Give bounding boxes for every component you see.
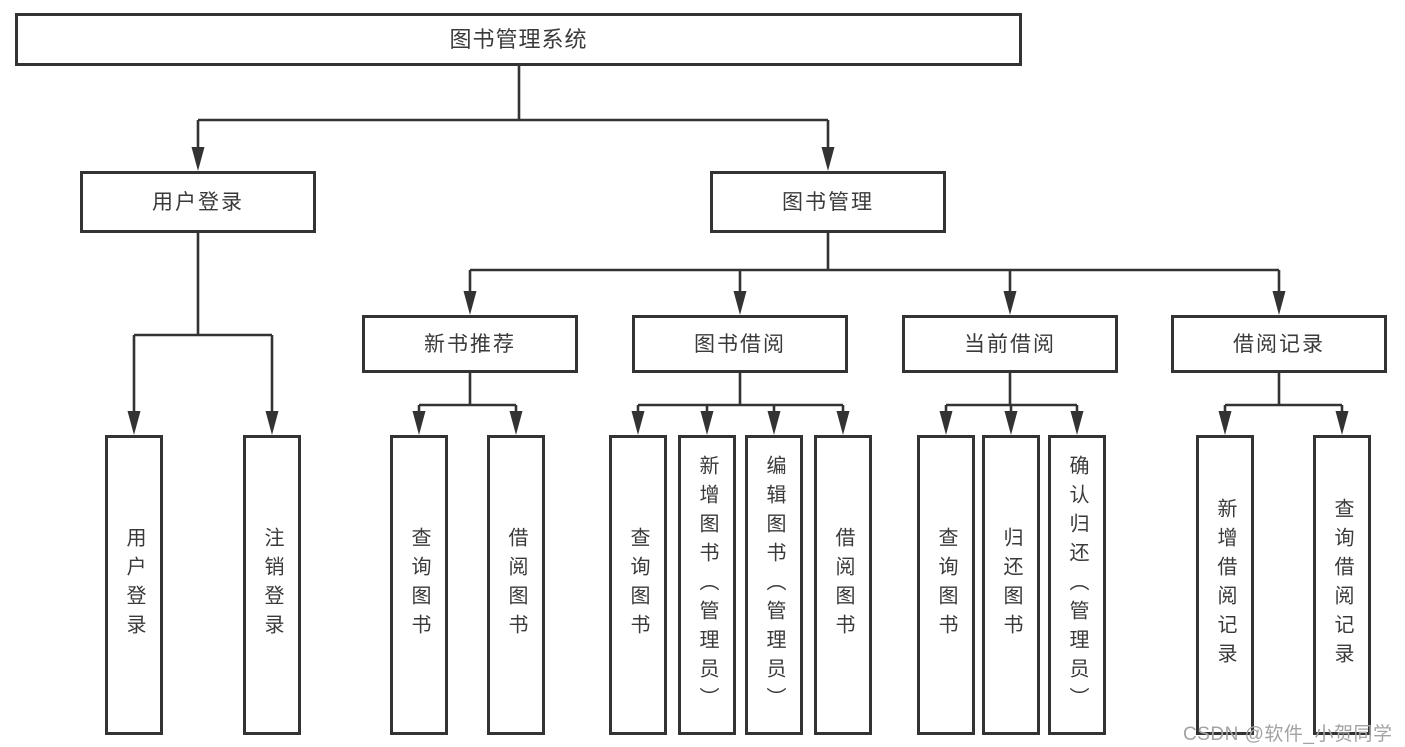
leaf-query-borrow-record: 查询借阅记录 (1313, 435, 1371, 735)
watermark: CSDN @软件_小贺同学 (1183, 724, 1393, 745)
arrowhead (836, 411, 850, 435)
arrowhead (1272, 291, 1286, 315)
arrowhead (821, 147, 835, 171)
leaf-borrow-book: 借阅图书 (814, 435, 872, 735)
arrowhead (939, 411, 953, 435)
arrowhead (700, 411, 714, 435)
arrowhead (1004, 411, 1018, 435)
leaf-edit-book-admin: 编辑图书（管理员） (745, 435, 803, 735)
arrowhead (265, 411, 279, 435)
node-root: 图书管理系统 (15, 13, 1022, 66)
arrowhead (1335, 411, 1349, 435)
connector-rails (134, 66, 1342, 407)
arrowhead (412, 411, 426, 435)
leaf-confirm-return-admin: 确认归还（管理员） (1048, 435, 1106, 735)
leaf-user-login: 用户登录 (105, 435, 163, 735)
arrowhead (1218, 411, 1232, 435)
arrowhead (191, 147, 205, 171)
node-new-book-recommend: 新书推荐 (362, 315, 578, 373)
leaf-return-book: 归还图书 (982, 435, 1040, 735)
leaf-borrow-book-recommend: 借阅图书 (487, 435, 545, 735)
arrowhead (463, 291, 477, 315)
arrowhead (1003, 291, 1017, 315)
arrowhead (733, 291, 747, 315)
node-book-borrow: 图书借阅 (632, 315, 848, 373)
leaf-add-borrow-record: 新增借阅记录 (1196, 435, 1254, 735)
node-current-borrow: 当前借阅 (902, 315, 1118, 373)
leaf-query-book-current: 查询图书 (917, 435, 975, 735)
leaf-add-book-admin: 新增图书（管理员） (678, 435, 736, 735)
node-borrow-record: 借阅记录 (1171, 315, 1387, 373)
arrowhead (509, 411, 523, 435)
leaf-logout: 注销登录 (243, 435, 301, 735)
node-user-login: 用户登录 (80, 171, 316, 233)
arrowhead (767, 411, 781, 435)
arrowhead (631, 411, 645, 435)
leaf-query-book-recommend: 查询图书 (390, 435, 448, 735)
arrowhead (127, 411, 141, 435)
arrowhead (1070, 411, 1084, 435)
node-book-management: 图书管理 (710, 171, 946, 233)
leaf-query-book-borrow: 查询图书 (609, 435, 667, 735)
